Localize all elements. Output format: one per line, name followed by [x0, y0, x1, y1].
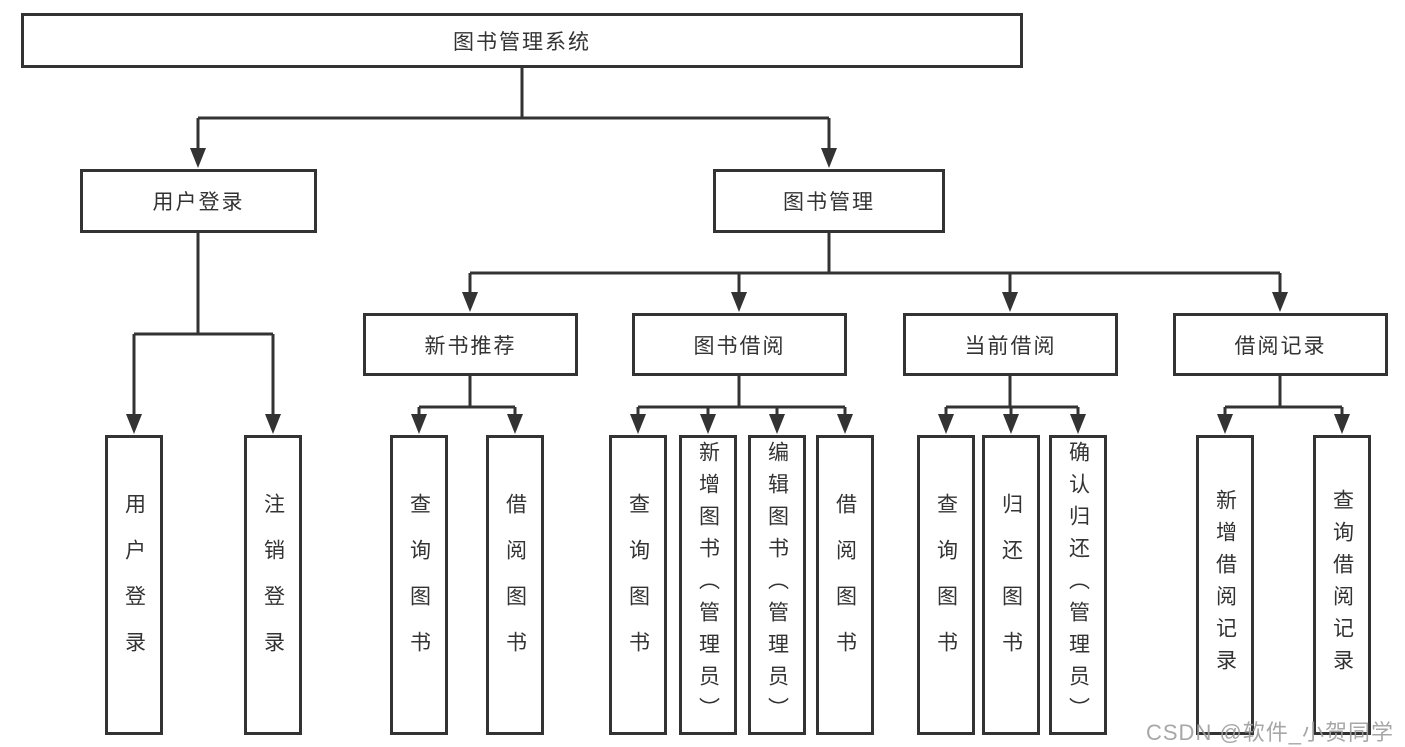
- leaf-edit-book-admin-label: 编辑图书（管理员）: [765, 441, 789, 729]
- leaf-query-books-current: 查询图书: [917, 435, 975, 735]
- arrowhead-icon: [1070, 414, 1086, 434]
- leaf-add-book-admin: 新增图书（管理员）: [679, 435, 737, 735]
- arrowhead-icon: [1002, 292, 1018, 312]
- leaf-logout-label: 注销登录: [261, 493, 285, 677]
- arrowhead-icon: [1003, 414, 1019, 434]
- root-node-library-management-system: 图书管理系统: [21, 13, 1023, 68]
- node-current-borrowing: 当前借阅: [903, 313, 1118, 376]
- arrowhead-icon: [190, 148, 206, 168]
- leaf-query-borrow-record-label: 查询借阅记录: [1330, 489, 1354, 681]
- arrowhead-icon: [126, 414, 142, 434]
- leaf-confirm-return-admin-label: 确认归还（管理员）: [1066, 441, 1090, 729]
- leaf-user-login: 用户登录: [105, 435, 163, 735]
- leaf-return-book-label: 归还图书: [999, 493, 1023, 677]
- leaf-logout: 注销登录: [244, 435, 302, 735]
- leaf-confirm-return-admin: 确认归还（管理员）: [1049, 435, 1107, 735]
- leaf-edit-book-admin: 编辑图书（管理员）: [748, 435, 806, 735]
- node-book-borrowing-label: 图书借阅: [693, 334, 786, 358]
- leaf-borrow-books-recommend-label: 借阅图书: [503, 493, 527, 677]
- arrowhead-icon: [837, 414, 853, 434]
- arrowhead-icon: [507, 414, 523, 434]
- leaf-return-book: 归还图书: [982, 435, 1040, 735]
- node-current-borrowing-label: 当前借阅: [964, 334, 1057, 358]
- leaf-add-borrow-record: 新增借阅记录: [1196, 435, 1254, 735]
- node-book-management: 图书管理: [713, 169, 945, 233]
- arrowhead-icon: [411, 414, 427, 434]
- leaf-query-books-recommend: 查询图书: [390, 435, 448, 735]
- leaf-borrow-books-recommend: 借阅图书: [486, 435, 544, 735]
- csdn-watermark: CSDN @软件_小贺同学: [1146, 720, 1395, 745]
- root-node-label: 图书管理系统: [453, 30, 591, 54]
- leaf-query-books-current-label: 查询图书: [934, 493, 958, 677]
- arrowhead-icon: [938, 414, 954, 434]
- leaf-borrow-books-borrowing-label: 借阅图书: [833, 493, 857, 677]
- arrowhead-icon: [769, 414, 785, 434]
- arrowhead-icon: [265, 414, 281, 434]
- leaf-add-book-admin-label: 新增图书（管理员）: [696, 441, 720, 729]
- arrowhead-icon: [1217, 414, 1233, 434]
- arrowhead-icon: [462, 292, 478, 312]
- leaf-query-books-recommend-label: 查询图书: [407, 493, 431, 677]
- leaf-query-books-borrowing-label: 查询图书: [626, 493, 650, 677]
- leaf-query-books-borrowing: 查询图书: [609, 435, 667, 735]
- arrowhead-icon: [821, 148, 837, 168]
- arrowhead-icon: [1272, 292, 1288, 312]
- arrowhead-icon: [630, 414, 646, 434]
- leaf-borrow-books-borrowing: 借阅图书: [816, 435, 874, 735]
- arrowhead-icon: [700, 414, 716, 434]
- leaf-user-login-label: 用户登录: [122, 493, 146, 677]
- arrowhead-icon: [731, 292, 747, 312]
- node-user-login: 用户登录: [80, 169, 317, 233]
- leaf-add-borrow-record-label: 新增借阅记录: [1213, 489, 1237, 681]
- leaf-query-borrow-record: 查询借阅记录: [1313, 435, 1371, 735]
- node-book-borrowing: 图书借阅: [632, 313, 847, 376]
- arrowhead-icon: [1334, 414, 1350, 434]
- node-user-login-label: 用户登录: [152, 191, 245, 214]
- node-new-book-recommendation: 新书推荐: [363, 313, 578, 376]
- node-book-management-label: 图书管理: [783, 191, 875, 214]
- node-borrowing-records-label: 借阅记录: [1234, 334, 1327, 358]
- node-borrowing-records: 借阅记录: [1173, 313, 1388, 376]
- node-new-book-recommendation-label: 新书推荐: [424, 334, 517, 358]
